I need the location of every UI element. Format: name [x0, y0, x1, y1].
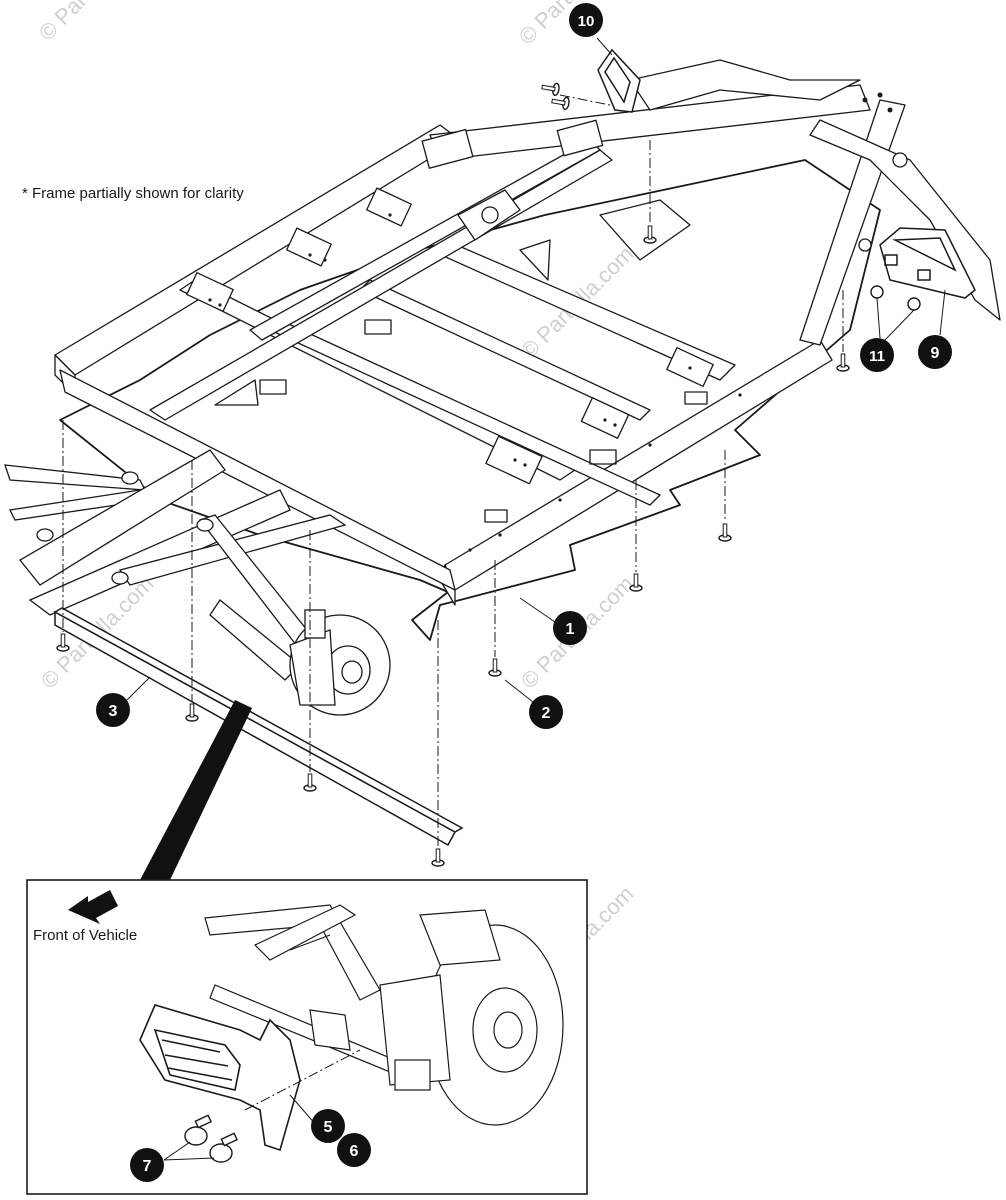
callout-9-label: 9: [931, 345, 940, 362]
skid-strip-3: [53, 607, 464, 847]
callout-5-label: 5: [324, 1119, 333, 1136]
frame-front-crossmember: [59, 369, 456, 591]
inset-front-hub: [379, 909, 564, 1126]
frame-note: * Frame partially shown for clarity: [22, 185, 244, 202]
leader-lines: [126, 37, 946, 703]
frame-crossmember-4: [359, 279, 651, 421]
vehicle-frame: [54, 59, 1001, 641]
rear-swingarm: [629, 59, 861, 111]
callout-6: 6: [337, 1133, 371, 1167]
callout-5: 5: [311, 1109, 345, 1143]
callout-9: 9: [918, 335, 952, 369]
callout-7-label: 7: [143, 1158, 152, 1175]
detail-pointer: [140, 700, 252, 880]
alignment-lines: [62, 94, 844, 847]
inset-guard: [139, 1004, 301, 1152]
guard-10: [597, 48, 641, 113]
front-hub: [289, 609, 391, 716]
callout-1-label: 1: [566, 621, 575, 638]
callout-7: 7: [130, 1148, 164, 1182]
skid-guard-9: [879, 227, 976, 299]
callout-10-label: 10: [578, 13, 595, 30]
skid-plate-main: [59, 159, 881, 641]
front-direction-arrow: [68, 890, 118, 924]
detail-inset: Front of Vehicle: [26, 879, 588, 1195]
callout-3: 3: [96, 693, 130, 727]
callout-3-label: 3: [109, 703, 118, 720]
front-suspension: [4, 449, 347, 681]
callout-10: 10: [569, 3, 603, 37]
inset-fasteners: [184, 1114, 238, 1163]
callout-11: 11: [860, 338, 894, 372]
callout-2-label: 2: [542, 705, 551, 722]
callout-6-label: 6: [350, 1143, 359, 1160]
watermark-1: © Partzilla.com: [34, 0, 157, 46]
callout-2: 2: [529, 695, 563, 729]
front-of-vehicle-label: Front of Vehicle: [33, 927, 137, 944]
callout-11-label: 11: [869, 348, 885, 365]
callout-1: 1: [553, 611, 587, 645]
